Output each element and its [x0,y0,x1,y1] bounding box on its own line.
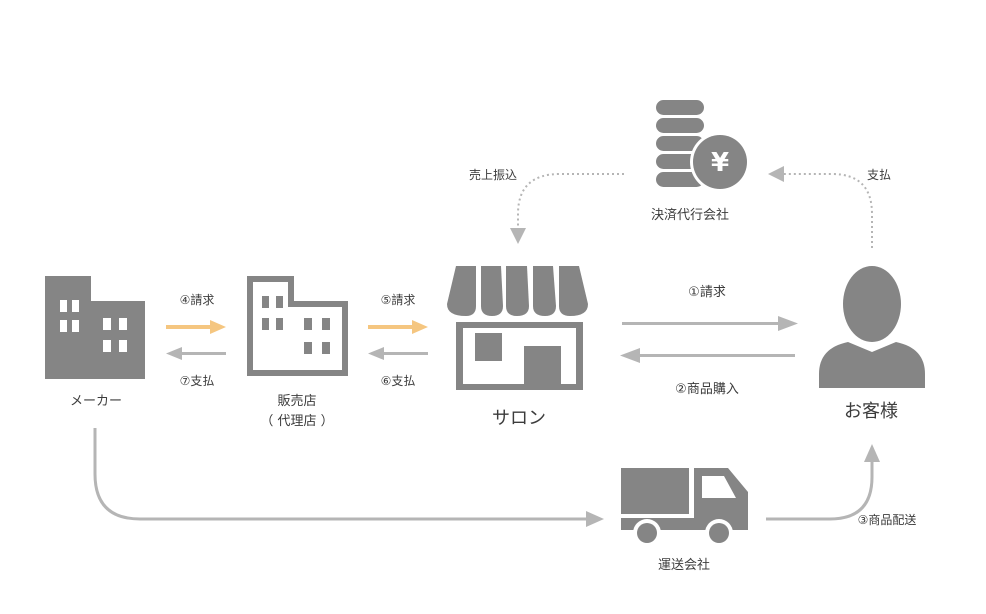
arrow-invoice-salon-to-dealer [368,320,428,334]
invoice-dealer-to-maker-label: ④請求 [179,293,215,307]
arrow-customer-payment-dotted [768,166,873,248]
dealer-label: 販売店 [277,394,317,409]
arrow-shipping-to-customer [766,444,880,521]
invoice-salon-to-dealer-label: ⑤請求 [380,293,416,307]
shipping-company-label: 運送会社 [657,558,711,573]
svg-text:¥: ¥ [711,148,729,178]
salon-label: サロン [492,408,546,429]
customer-payment-label: 支払 [866,168,892,182]
shipping-truck-icon [621,468,748,547]
payment-dealer-to-maker-label: ⑦支払 [179,374,215,388]
maker-label: メーカー [69,394,123,409]
customer-person-icon [819,266,925,388]
maker-building-icon [45,276,145,379]
invoice-salon-to-customer-label: ①請求 [688,285,726,300]
delivery-to-customer-label: ③商品配送 [857,513,917,527]
purchase-customer-to-salon-label: ②商品購入 [675,382,739,397]
customer-label: お客様 [844,401,898,422]
dealer-sublabel: （ 代理店 ） [260,414,334,429]
arrow-sales-transfer-dotted [510,173,624,244]
arrow-purchase-customer-to-salon [620,348,795,363]
arrow-payment-salon-to-dealer [368,347,428,360]
payment-company-yen-coins-icon: ¥ [656,100,750,192]
payment-company-label: 決済代行会社 [650,208,730,223]
arrow-invoice-salon-to-customer [622,316,798,331]
arrow-payment-dealer-to-maker [166,347,226,360]
arrow-invoice-dealer-to-maker [166,320,226,334]
dealer-building-icon [247,276,348,376]
salon-storefront-icon [447,266,588,390]
sales-transfer-label: 売上振込 [468,168,518,182]
arrow-maker-to-shipping [93,428,604,527]
payment-salon-to-dealer-label: ⑥支払 [380,374,416,388]
